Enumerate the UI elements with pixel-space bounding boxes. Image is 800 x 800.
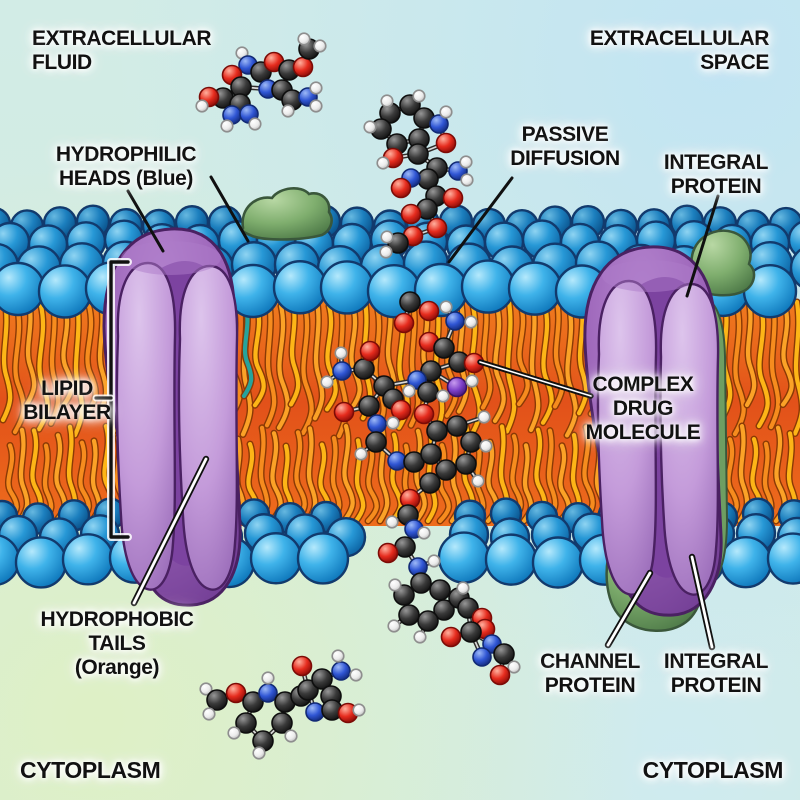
label-hydrophilic-heads: HYDROPHILIC HEADS (Blue) (55, 143, 197, 190)
channel-protein-left (102, 227, 242, 607)
pointer-integral-protein-bottom (690, 555, 714, 649)
label-extracellular-space: EXTRACELLULAR SPACE (589, 27, 770, 74)
pointer-integral-protein-top (685, 194, 720, 298)
annotations (92, 175, 720, 651)
label-passive-diffusion: PASSIVE DIFFUSION (510, 123, 620, 170)
membrane-proteins (102, 227, 756, 632)
label-integral-protein-bottom: INTEGRAL PROTEIN (663, 650, 769, 697)
label-cytoplasm-left: CYTOPLASM (20, 757, 161, 783)
pointer-channel-protein (606, 571, 652, 647)
drug-molecule-cytoplasm (199, 649, 366, 760)
label-lipid-bilayer: LIPID BILAYER (23, 377, 111, 424)
pointer-passive-diffusion (447, 176, 514, 264)
drug-molecule-extracellular (195, 32, 327, 133)
drug-molecule-entering (363, 89, 474, 259)
label-hydrophobic-tails: HYDROPHOBIC TAILS (Orange) (40, 608, 194, 679)
peripheral-protein-green-mound (240, 187, 333, 241)
pointer-hydrophobic-tails (132, 457, 208, 605)
pointer-hydrophilic-heads-2 (209, 175, 250, 243)
label-complex-drug-molecule: COMPLEX DRUG MOLECULE (585, 373, 701, 444)
label-cytoplasm-right: CYTOPLASM (642, 757, 784, 783)
pointer-complex-drug-molecule (479, 361, 592, 397)
label-integral-protein-top: INTEGRAL PROTEIN (663, 151, 769, 198)
label-extracellular-fluid: EXTRACELLULAR FLUID (32, 27, 212, 74)
pointer-hydrophilic-heads-1 (126, 189, 165, 253)
complex-drug-molecule (320, 291, 521, 686)
label-channel-protein: CHANNEL PROTEIN (540, 650, 640, 697)
